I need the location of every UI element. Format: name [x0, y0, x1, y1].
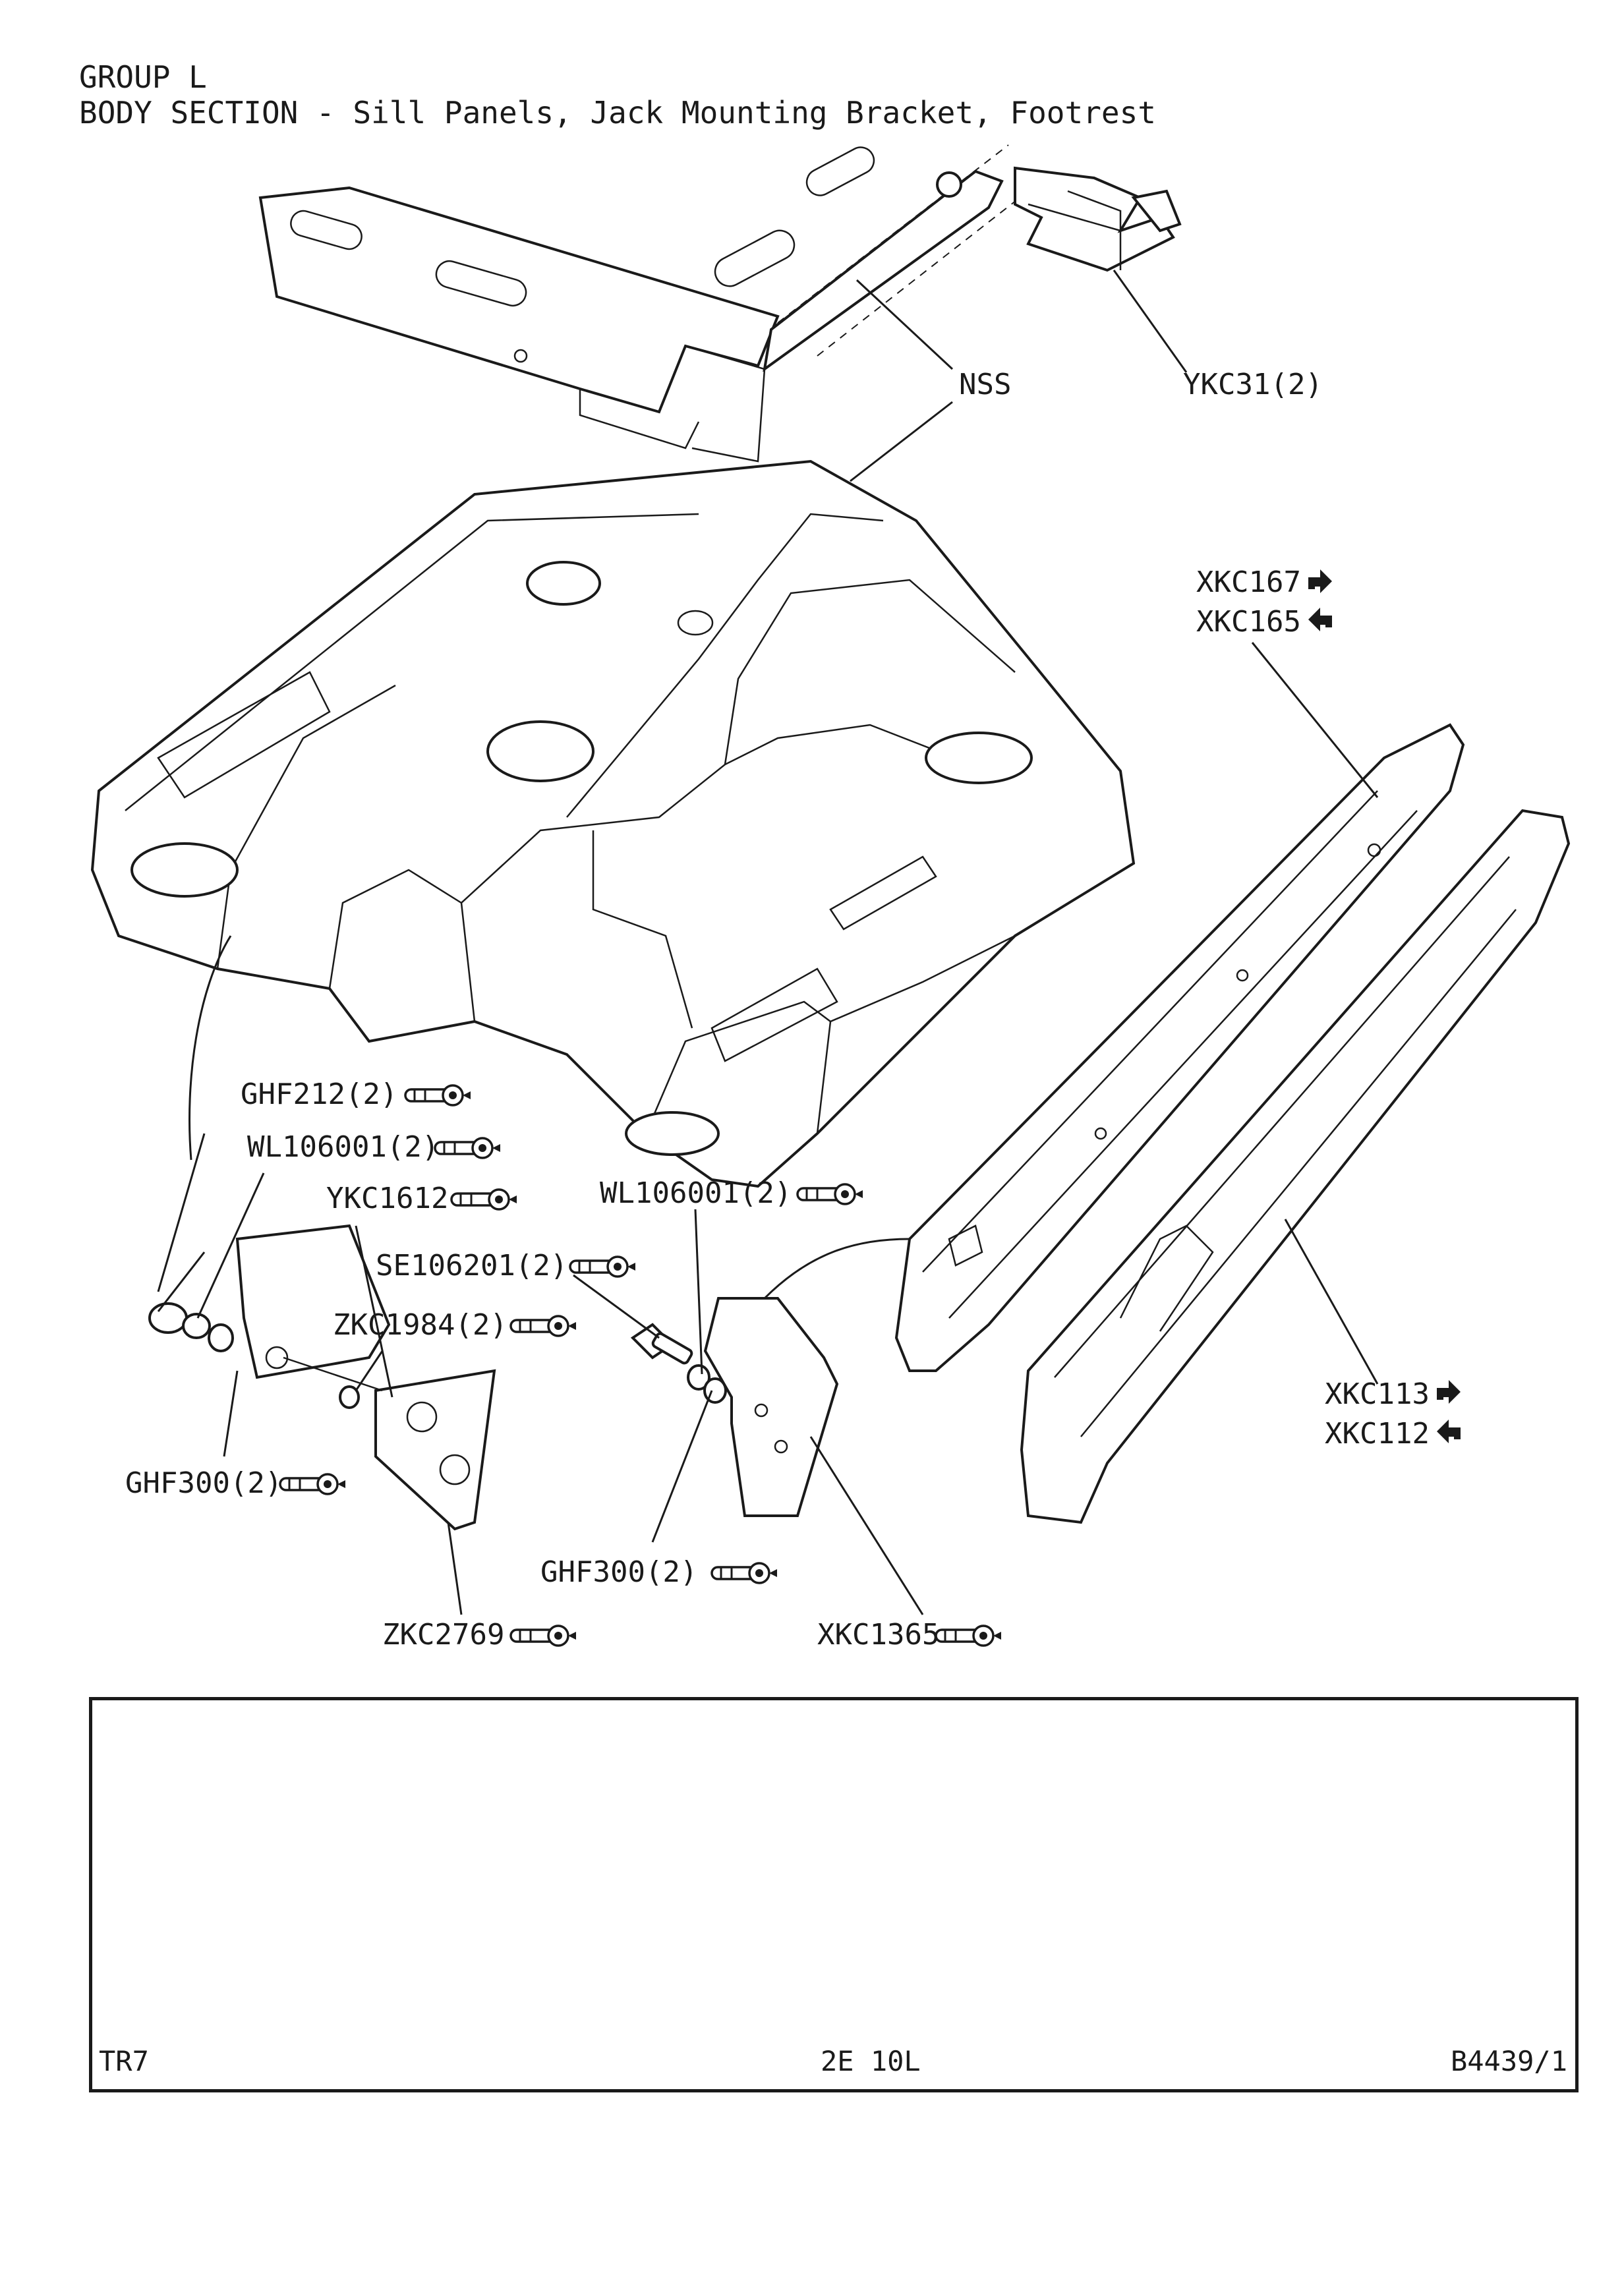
inner-sill-panel [894, 723, 1465, 1372]
callout-ghf300-right: GHF300(2) [540, 1555, 778, 1589]
svg-text:GHF300(2): GHF300(2) [125, 1466, 282, 1500]
svg-text:XKC165: XKC165 [1196, 605, 1301, 639]
svg-text:XKC167: XKC167 [1196, 565, 1301, 599]
svg-text:XKC113: XKC113 [1325, 1377, 1430, 1411]
model-label: TR7 [99, 2045, 149, 2077]
svg-text:NSS: NSS [959, 368, 1011, 401]
callout-ghf300-left: GHF300(2) [125, 1466, 347, 1500]
svg-text:WL106001(2): WL106001(2) [600, 1176, 792, 1210]
callout-zkc2769: ZKC2769 [382, 1618, 577, 1652]
callout-xkc1365: XKC1365 [817, 1618, 1002, 1652]
bolt-symbol-icon [569, 1255, 637, 1278]
page-header: GROUP L BODY SECTION - Sill Panels, Jack… [79, 59, 1156, 130]
callout-xkc167: XKC167 [1196, 565, 1332, 599]
right-hand-arrow-icon [1308, 569, 1332, 593]
svg-text:GHF212(2): GHF212(2) [241, 1078, 397, 1111]
parts-info-box: TR7 2E 10L B4439/1 [89, 1697, 1579, 2092]
bolt-symbol-icon [509, 1315, 577, 1337]
bolt-symbol-icon [509, 1625, 577, 1647]
jack-bracket-assembly [148, 1224, 496, 1531]
leader-lines [157, 270, 1379, 1615]
svg-text:WL106001(2): WL106001(2) [247, 1130, 439, 1164]
callout-zkc1984: ZKC1984(2) [333, 1308, 577, 1342]
svg-text:XKC1365: XKC1365 [817, 1618, 939, 1652]
svg-text:GHF300(2): GHF300(2) [540, 1555, 697, 1589]
svg-text:ZKC1984(2): ZKC1984(2) [333, 1308, 508, 1342]
callout-ykc1612: YKC1612 [326, 1182, 518, 1215]
bolt-symbol-icon [279, 1473, 347, 1495]
footrest-bracket [630, 1238, 910, 1517]
svg-text:SE106201(2): SE106201(2) [376, 1249, 567, 1282]
callout-wl106001-left: WL106001(2) [247, 1130, 502, 1164]
svg-text:ZKC2769: ZKC2769 [382, 1618, 504, 1652]
left-hand-arrow-icon [1437, 1420, 1461, 1443]
callout-xkc112: XKC112 [1325, 1417, 1461, 1451]
svg-text:XKC112: XKC112 [1325, 1417, 1430, 1451]
floor-pan-assembly [90, 459, 1136, 1188]
drawing-reference: B4439/1 [1450, 2045, 1567, 2077]
ykc31-bracket [1014, 166, 1182, 272]
bolt-symbol-icon [796, 1183, 864, 1205]
bolt-symbol-icon [404, 1084, 472, 1107]
group-title: GROUP L [79, 59, 207, 95]
callout-xkc113: XKC113 [1325, 1377, 1461, 1411]
left-hand-arrow-icon [1308, 608, 1332, 631]
cross-member-panel [258, 144, 1029, 463]
bolt-symbol-icon [710, 1562, 778, 1584]
svg-text:YKC1612: YKC1612 [326, 1182, 448, 1215]
page-code: 2E 10L [821, 2045, 921, 2077]
callout-wl106001-right: WL106001(2) [600, 1176, 864, 1210]
callout-ghf212: GHF212(2) [241, 1078, 472, 1111]
callout-ykc31: YKC31(2) [1183, 368, 1323, 401]
callout-se106201: SE106201(2) [376, 1249, 637, 1282]
bolt-symbol-icon [450, 1188, 518, 1211]
outer-sill-panel [1020, 809, 1571, 1524]
svg-text:YKC31(2): YKC31(2) [1183, 368, 1323, 401]
callout-nss: NSS [959, 368, 1011, 401]
callout-xkc165: XKC165 [1196, 605, 1332, 639]
bolt-symbol-icon [434, 1137, 502, 1159]
exploded-parts-diagram: NSS YKC31(2) XKC167 XKC165 GHF212(2) WL1… [90, 144, 1571, 1652]
right-hand-arrow-icon [1437, 1380, 1461, 1404]
section-title: BODY SECTION - Sill Panels, Jack Mountin… [79, 95, 1156, 130]
bolt-symbol-icon [935, 1625, 1002, 1647]
